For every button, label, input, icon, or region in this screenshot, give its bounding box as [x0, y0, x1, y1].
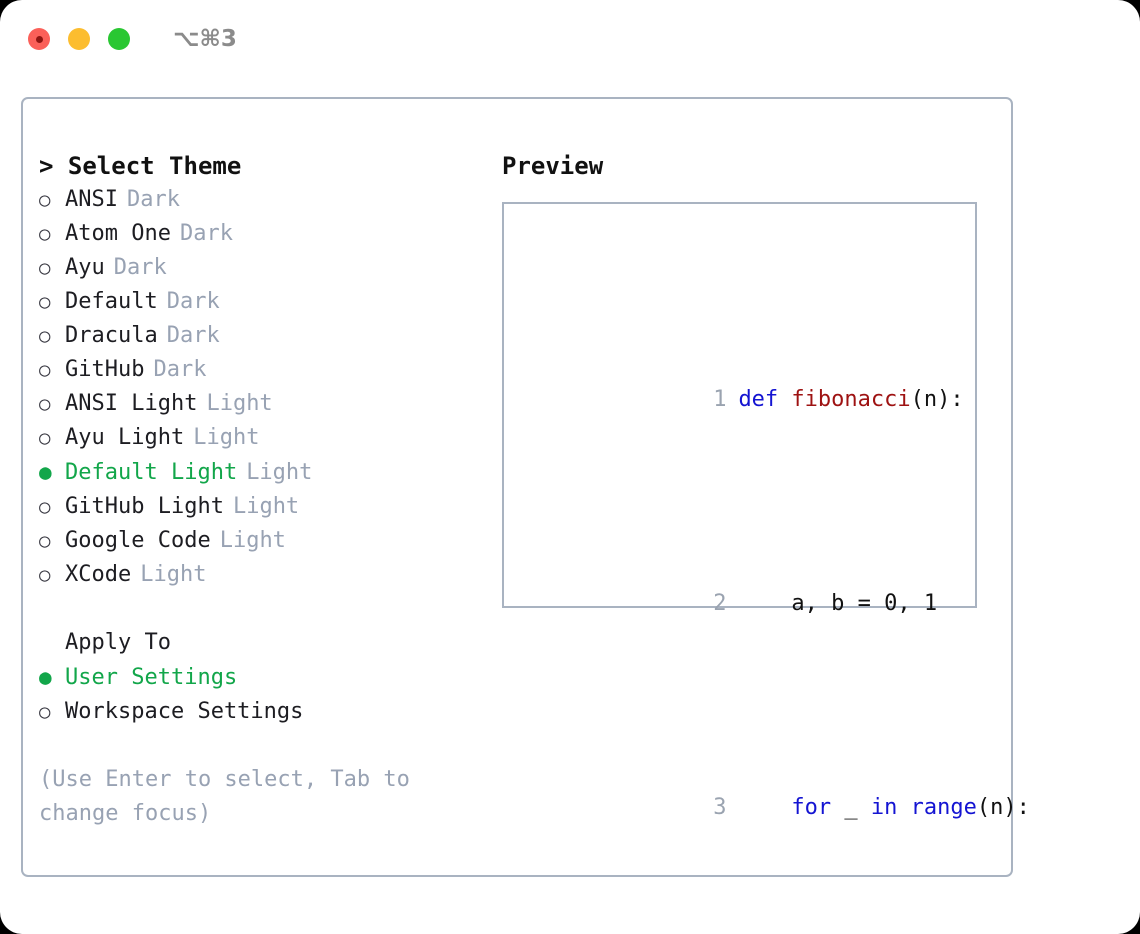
radio-icon: ○	[39, 359, 51, 381]
theme-option-label: GitHub Light	[65, 494, 224, 519]
code-token: (n):	[910, 387, 964, 412]
code-line: 1 def fibonacci(n):	[517, 349, 1070, 451]
preview-title: Preview	[502, 152, 604, 180]
line-number: 3	[713, 795, 727, 820]
theme-option-label: XCode	[65, 562, 132, 587]
radio-icon: ○	[39, 223, 51, 245]
theme-option-category: Light	[232, 494, 300, 519]
theme-option-label: GitHub	[65, 357, 145, 382]
code-token: for	[791, 795, 832, 820]
zoom-button[interactable]	[108, 28, 130, 50]
theme-option-default-light[interactable]: ● Default Light Light	[39, 455, 499, 490]
radio-icon: ○	[39, 189, 51, 211]
keyboard-shortcut-label: ⌥⌘3	[173, 26, 237, 52]
line-number: 1	[713, 387, 727, 412]
theme-option-github-light[interactable]: ○ GitHub Light Light	[39, 490, 499, 524]
theme-option-label: Atom One	[65, 221, 171, 246]
theme-option-category: Dark	[153, 357, 207, 382]
radio-selected-icon: ●	[39, 460, 52, 484]
apply-to-option-label: User Settings	[65, 665, 238, 690]
code-token	[897, 795, 910, 820]
code-token: in	[870, 795, 898, 820]
theme-option-category: Light	[246, 460, 313, 485]
theme-option-category: Dark	[166, 289, 220, 314]
theme-option-label: Ayu	[65, 255, 105, 280]
theme-option-ansi[interactable]: ○ ANSI Dark	[39, 183, 499, 217]
radio-icon: ○	[39, 257, 51, 279]
apply-to-header: Apply To	[65, 630, 171, 655]
theme-option-label: Dracula	[65, 323, 158, 348]
theme-option-github[interactable]: ○ GitHub Dark	[39, 353, 499, 387]
theme-option-label: ANSI	[65, 187, 118, 212]
theme-option-category: Light	[206, 391, 273, 416]
theme-option-dracula[interactable]: ○ Dracula Dark	[39, 319, 499, 353]
theme-option-category: Light	[140, 562, 207, 587]
theme-option-category: Dark	[179, 221, 233, 246]
theme-list: ○ ANSI Dark ○ Atom One Dark ○ Ayu Dark	[39, 183, 499, 592]
code-token: fibonacci	[791, 387, 911, 412]
apply-to-list: ● User Settings ○ Workspace Settings	[39, 660, 499, 729]
theme-option-xcode[interactable]: ○ XCode Light	[39, 558, 499, 592]
theme-option-category: Dark	[126, 187, 180, 212]
radio-icon: ○	[39, 564, 51, 586]
radio-icon: ○	[39, 530, 51, 552]
theme-picker-panel: > Select Theme ○ ANSI Dark ○ Atom One Da…	[21, 97, 1030, 877]
theme-option-category: Light	[219, 528, 286, 553]
theme-option-google-code[interactable]: ○ Google Code Light	[39, 524, 499, 558]
theme-option-ayu[interactable]: ○ Ayu Dark	[39, 251, 499, 285]
radio-selected-icon: ●	[39, 665, 52, 689]
radio-icon: ○	[39, 496, 51, 518]
theme-option-label: ANSI Light	[65, 391, 198, 416]
theme-option-atom-one[interactable]: ○ Atom One Dark	[39, 217, 499, 251]
code-token: a, b = 0, 1	[738, 591, 938, 616]
theme-option-label: Google Code	[65, 528, 211, 553]
radio-icon: ○	[39, 325, 51, 347]
theme-option-label: Default	[65, 289, 158, 314]
radio-icon: ○	[39, 393, 51, 415]
radio-icon: ○	[39, 701, 51, 723]
theme-option-default[interactable]: ○ Default Dark	[39, 285, 499, 319]
keyboard-hint-text: (Use Enter to select, Tab to change focu…	[39, 767, 410, 826]
select-theme-header: > Select Theme	[39, 152, 242, 180]
radio-icon: ○	[39, 291, 51, 313]
title-bar: ⌥⌘3	[0, 0, 1140, 78]
theme-option-category: Dark	[166, 323, 220, 348]
apply-to-option-label: Workspace Settings	[65, 699, 304, 724]
apply-to-option-workspace-settings[interactable]: ○ Workspace Settings	[39, 695, 499, 729]
theme-option-ansi-light[interactable]: ○ ANSI Light Light	[39, 387, 499, 421]
radio-icon: ○	[39, 427, 51, 449]
code-token: range	[910, 795, 977, 820]
line-number: 2	[713, 591, 727, 616]
theme-option-label: Default Light	[65, 460, 238, 485]
theme-option-ayu-light[interactable]: ○ Ayu Light Light	[39, 421, 499, 455]
code-token: def	[738, 387, 792, 412]
theme-option-label: Ayu Light	[65, 425, 185, 450]
apply-to-option-user-settings[interactable]: ● User Settings	[39, 660, 499, 695]
code-line: 2 a, b = 0, 1	[517, 553, 1070, 655]
traffic-lights	[28, 28, 130, 50]
close-button[interactable]	[28, 28, 50, 50]
theme-option-category: Light	[193, 425, 260, 450]
minimize-button[interactable]	[68, 28, 90, 50]
close-icon	[35, 35, 43, 43]
code-token: _	[831, 795, 871, 820]
code-line: 3 for _ in range(n):	[517, 757, 1070, 859]
theme-option-category: Dark	[113, 255, 167, 280]
code-token	[738, 795, 791, 820]
theme-list-column: > Select Theme ○ ANSI Dark ○ Atom One Da…	[39, 149, 499, 831]
code-token: (n):	[976, 795, 1030, 820]
